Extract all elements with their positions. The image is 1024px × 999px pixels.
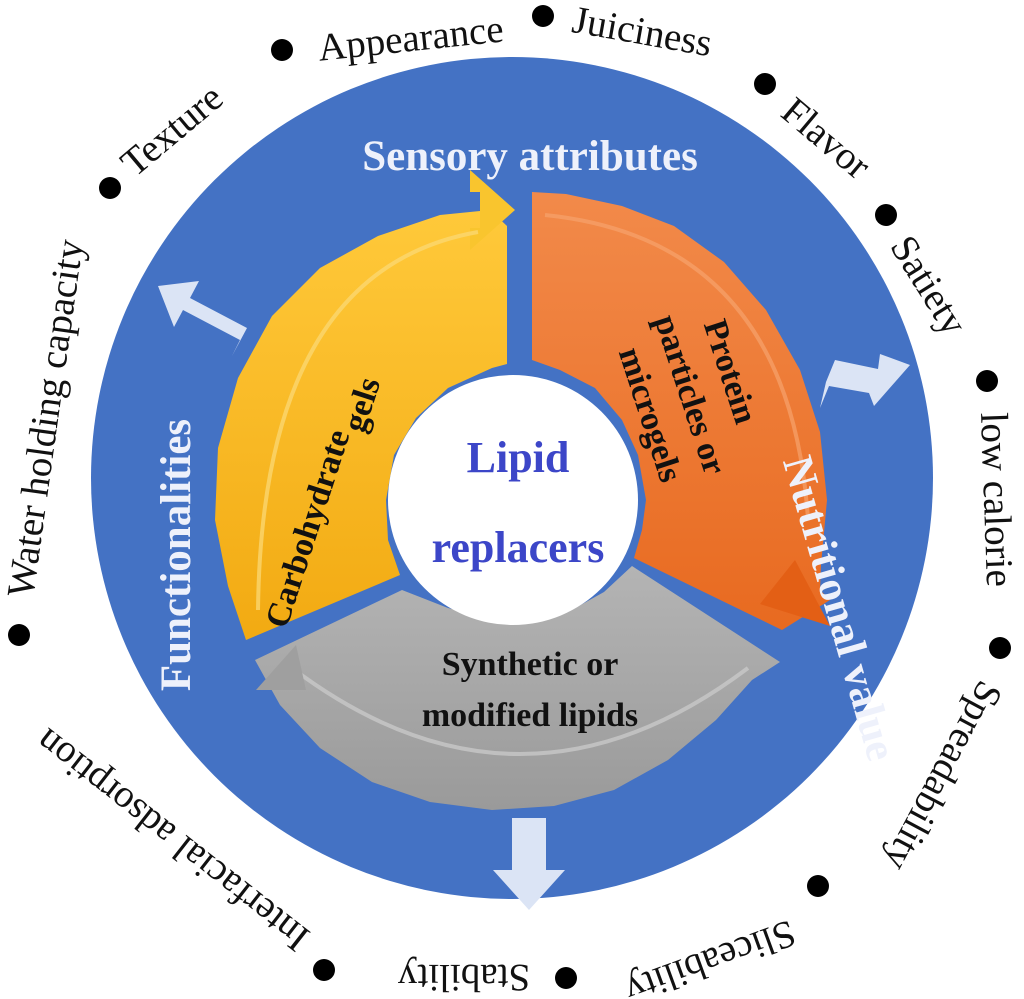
- attribute-water-holding-capacity: Water holding capacity: [0, 236, 92, 600]
- arrow-down-icon: [493, 818, 565, 910]
- center-title-line2: replacers: [432, 523, 605, 572]
- attribute-spreadability: Spreadability: [875, 674, 1011, 878]
- bullet-dot: [754, 73, 776, 95]
- attribute-texture: Texture: [113, 76, 231, 185]
- bullet-dot: [875, 204, 897, 226]
- center-title-line1: Lipid: [467, 433, 570, 482]
- synthetic-segment: [255, 566, 780, 810]
- protein-arrowhead-icon: [760, 560, 830, 626]
- carbohydrate-segment-inner-arrow: [256, 230, 479, 611]
- center-circle: [388, 375, 638, 625]
- bullet-dot: [807, 875, 829, 897]
- bullet-dot: [99, 177, 121, 199]
- outer-bullets: [8, 5, 1011, 989]
- arrow-up-left-icon: [158, 281, 247, 356]
- ring-arrows: [158, 281, 910, 910]
- synthetic-label-line1: Synthetic or: [442, 646, 619, 683]
- bullet-dot: [989, 637, 1011, 659]
- attribute-stability: Stability: [397, 956, 530, 999]
- attribute-juiciness: Juiciness: [569, 0, 715, 65]
- bullet-dot: [271, 39, 293, 61]
- attribute-sliceability: Sliceability: [619, 911, 801, 999]
- synthetic-label-line2: modified lipids: [422, 697, 638, 734]
- carbohydrate-segment: [215, 210, 507, 640]
- bullet-dot: [8, 624, 30, 646]
- ring-label-functionalities: Functionalities: [153, 419, 200, 691]
- bullet-dot: [976, 370, 998, 392]
- ring-label-sensory: Sensory attributes: [362, 133, 698, 180]
- bullet-dot: [555, 967, 577, 989]
- synthetic-arrowhead-icon: [256, 645, 306, 690]
- protein-segment: [532, 192, 830, 630]
- attribute-low-calorie: low calorie: [972, 412, 1021, 588]
- carbohydrate-arrowhead-icon: [470, 170, 515, 250]
- synthetic-segment-inner-arrow: [290, 666, 750, 756]
- bullet-dot: [532, 5, 554, 27]
- bullet-dot: [313, 959, 335, 981]
- arrow-right-icon: [820, 354, 910, 408]
- protein-segment-inner-arrow: [544, 213, 810, 521]
